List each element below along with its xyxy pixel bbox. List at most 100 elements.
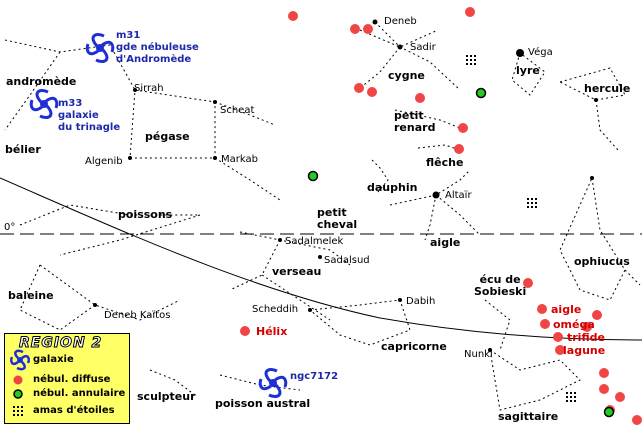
nebula-dot: [367, 87, 377, 97]
nebula-lagune: [555, 345, 565, 355]
label-trifide: trifide: [567, 331, 605, 344]
label-cygne: cygne: [388, 69, 425, 82]
label-zero-degree: 0°: [4, 222, 16, 233]
label-dauphin: dauphin: [367, 181, 418, 194]
nebula-dot: [523, 278, 533, 288]
star-clusters: [466, 55, 576, 402]
nebula-dot: [465, 7, 475, 17]
diffuse-nebulae: [240, 7, 642, 425]
label-pegase: pégase: [145, 130, 190, 143]
star-dabih: [398, 298, 402, 302]
ecliptic-line: [0, 177, 642, 341]
label-baleine: baleine: [8, 289, 54, 302]
nebula-dot: [415, 93, 425, 103]
label-aigle: aigle: [430, 236, 461, 249]
star-sadalmelek: [278, 238, 282, 242]
legend-box: REGION 2 galaxie nébul. diffuse nébul. a…: [4, 333, 130, 424]
star-deneb-kaitos: [93, 303, 97, 307]
legend-diffuse-icon: [13, 375, 23, 385]
nebula-helix: [240, 326, 250, 336]
label-algenib: Algenib: [85, 156, 123, 167]
nebula-dot: [458, 123, 468, 133]
annular-nebulae: [307, 87, 615, 418]
label-sadalmelek: Sadalmelek: [285, 236, 344, 247]
nebula-aigle: [537, 304, 547, 314]
galaxy-icon-ngc7172: [258, 367, 288, 399]
nebula-dot: [454, 144, 464, 154]
nebula-dot: [363, 24, 373, 34]
label-belier: bélier: [5, 143, 41, 156]
nebula-dot: [599, 368, 609, 378]
star-hercule: [594, 98, 598, 102]
label-altair: Altaïr: [445, 190, 472, 201]
label-verseau: verseau: [272, 265, 322, 278]
label-sagittaire: sagittaire: [498, 410, 559, 423]
stars: [93, 19, 598, 352]
label-m33: m33 galaxie du trinagle: [58, 98, 121, 133]
cluster-icon: [566, 392, 576, 402]
label-poissons: poissons: [118, 208, 173, 221]
star-deneb: [372, 19, 378, 25]
label-aigle-nebula: aigle: [551, 303, 582, 316]
star-nunki: [488, 348, 492, 352]
legend-title: REGION 2: [18, 335, 103, 352]
nebula-trifide: [553, 332, 563, 342]
label-poisson-austral: poisson austral: [215, 397, 311, 410]
legend-symbols: [10, 349, 30, 416]
label-sadir: Sadir: [410, 42, 436, 53]
label-andromede: andromède: [6, 75, 77, 88]
star-algenib: [128, 156, 132, 160]
label-hercule: hercule: [584, 82, 631, 95]
star-scheddih: [308, 308, 312, 312]
label-scheat: Scheat: [220, 105, 255, 116]
legend-cluster-icon: [13, 406, 23, 416]
star-ophiucus: [590, 176, 594, 180]
galaxies: [29, 32, 288, 399]
star-vega: [516, 49, 524, 57]
nebula-dot: [350, 24, 360, 34]
star-scheat: [213, 100, 217, 104]
label-sadalsud: Sadalsud: [324, 255, 370, 266]
label-capricorne: capricorne: [381, 340, 447, 353]
label-ngc7172: ngc7172: [290, 371, 339, 382]
label-petit-cheval: petit cheval: [317, 206, 358, 231]
legend-annular-label: nébul. annulaire: [33, 388, 126, 399]
label-nunki: Nunki: [464, 349, 493, 360]
label-sculpteur: sculpteur: [137, 390, 196, 403]
label-dabih: Dabih: [406, 296, 436, 307]
label-scheddih: Scheddih: [252, 304, 299, 315]
label-helix: Hélix: [256, 325, 288, 338]
nebula-dot: [582, 322, 592, 332]
star-markab: [213, 156, 217, 160]
star-sadir: [397, 44, 403, 50]
legend-annular-icon: [13, 389, 23, 399]
star-sadalsud: [318, 255, 322, 259]
legend-cluster-label: amas d'étoiles: [33, 405, 115, 416]
star-sirrah: [133, 88, 137, 92]
legend-galaxy-icon: [10, 349, 30, 371]
annular-nebula-pegase: [307, 170, 319, 182]
nebula-dot: [599, 384, 609, 394]
label-vega: Véga: [528, 47, 553, 58]
label-lyre: lyre: [516, 64, 540, 77]
nebula-omega: [540, 319, 550, 329]
label-lagune: lagune: [563, 344, 606, 357]
nebula-dot: [592, 310, 602, 320]
nebula-dot: [615, 392, 625, 402]
annular-nebula-sagittaire: [603, 406, 615, 418]
label-m31: m31 gde nébuleuse d'Andromède: [116, 30, 199, 65]
label-markab: Markab: [221, 154, 258, 165]
galaxy-icon-m33: [29, 88, 59, 120]
label-deneb: Deneb: [384, 16, 417, 27]
label-ecu-de-sobieski: écu de Sobieski: [474, 273, 527, 298]
galaxy-icon-m31: [85, 32, 115, 64]
nebula-dot: [288, 11, 298, 21]
label-deneb-kaitos: Deneb Kaïtos: [104, 310, 171, 321]
nebula-dot: [354, 83, 364, 93]
legend-diffuse-label: nébul. diffuse: [33, 374, 111, 385]
label-sirrah: Sirrah: [134, 83, 164, 94]
legend-galaxy-label: galaxie: [33, 354, 74, 365]
annular-nebula-lyre: [475, 87, 487, 99]
